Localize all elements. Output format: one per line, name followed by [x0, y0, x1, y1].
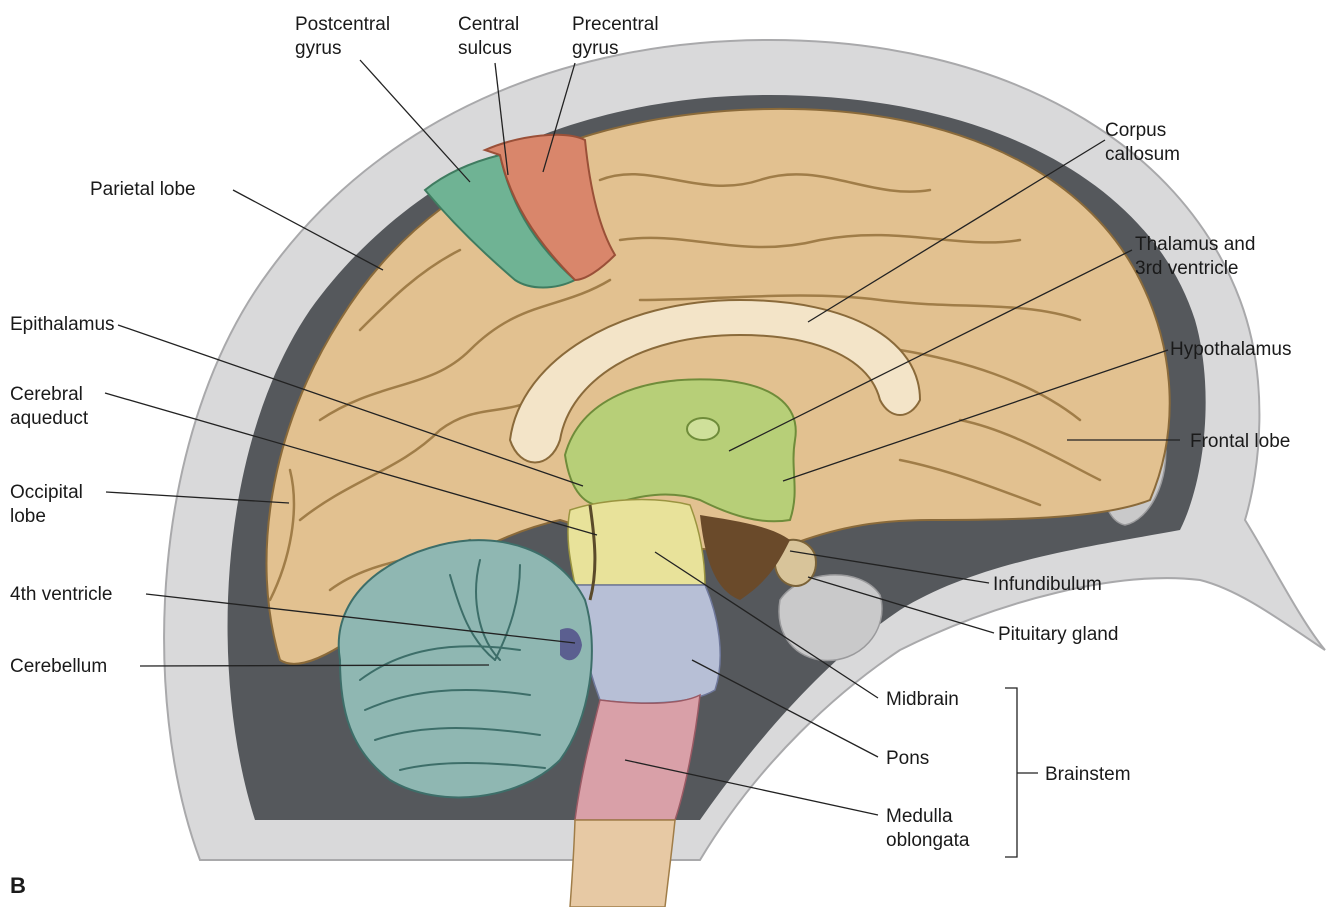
- label-hypothalamus: Hypothalamus: [1170, 339, 1291, 360]
- label-occipital-lobe: Occipital lobe: [10, 482, 88, 527]
- label-brainstem: Brainstem: [1045, 764, 1131, 785]
- midbrain-region: [568, 500, 705, 585]
- label-central-sulcus: Central sulcus: [458, 14, 525, 59]
- label-4th-ventricle: 4th ventricle: [10, 584, 112, 605]
- label-infundibulum: Infundibulum: [993, 574, 1102, 595]
- label-parietal-lobe: Parietal lobe: [90, 179, 196, 200]
- label-frontal-lobe: Frontal lobe: [1190, 431, 1290, 452]
- panel-letter: B: [10, 873, 26, 898]
- pons-region: [575, 585, 720, 703]
- label-pituitary-gland: Pituitary gland: [998, 624, 1118, 645]
- label-pons: Pons: [886, 748, 929, 769]
- label-cerebellum: Cerebellum: [10, 656, 107, 677]
- label-cerebral-aqueduct: Cerebral aqueduct: [10, 384, 89, 429]
- label-epithalamus: Epithalamus: [10, 314, 115, 335]
- label-medulla-oblongata: Medulla oblongata: [886, 806, 970, 851]
- interthalamic-adhesion: [687, 418, 719, 440]
- label-postcentral-gyrus: Postcentral gyrus: [295, 14, 395, 59]
- spinal-cord: [570, 820, 675, 907]
- label-midbrain: Midbrain: [886, 689, 959, 710]
